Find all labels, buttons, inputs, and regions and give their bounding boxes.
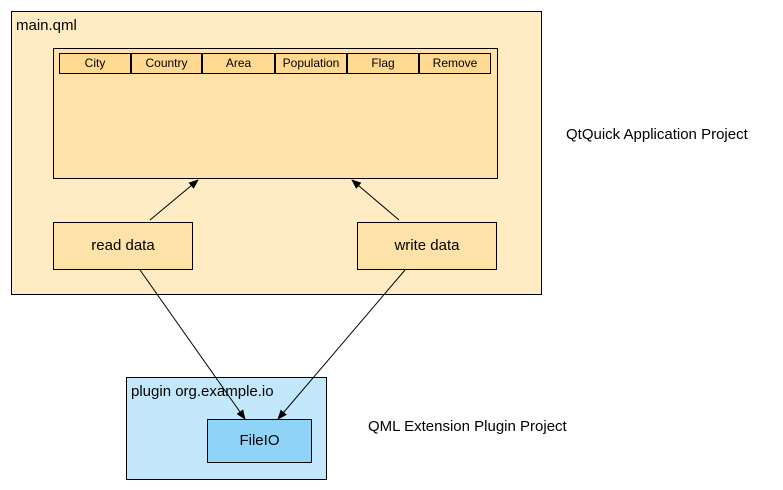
main-qml-title: main.qml bbox=[16, 17, 77, 34]
app-project-label: QtQuick Application Project bbox=[566, 126, 748, 143]
header-flag: Flag bbox=[347, 53, 419, 74]
table-header-row: City Country Area Population Flag Remove bbox=[59, 53, 491, 74]
header-area: Area bbox=[202, 53, 275, 74]
arrow-write-to-table bbox=[351, 179, 400, 221]
write-data-box: write data bbox=[357, 222, 497, 270]
arrow-write-to-fileio bbox=[277, 269, 406, 420]
header-population: Population bbox=[275, 53, 347, 74]
plugin-title: plugin org.example.io bbox=[131, 383, 274, 400]
fileio-box: FileIO bbox=[207, 419, 312, 463]
read-data-box: read data bbox=[53, 222, 193, 270]
header-country: Country bbox=[131, 53, 202, 74]
arrow-read-to-table bbox=[149, 179, 199, 221]
header-remove: Remove bbox=[419, 53, 491, 74]
plugin-project-label: QML Extension Plugin Project bbox=[368, 418, 567, 435]
arrow-read-to-fileio bbox=[139, 269, 246, 420]
header-city: City bbox=[59, 53, 131, 74]
